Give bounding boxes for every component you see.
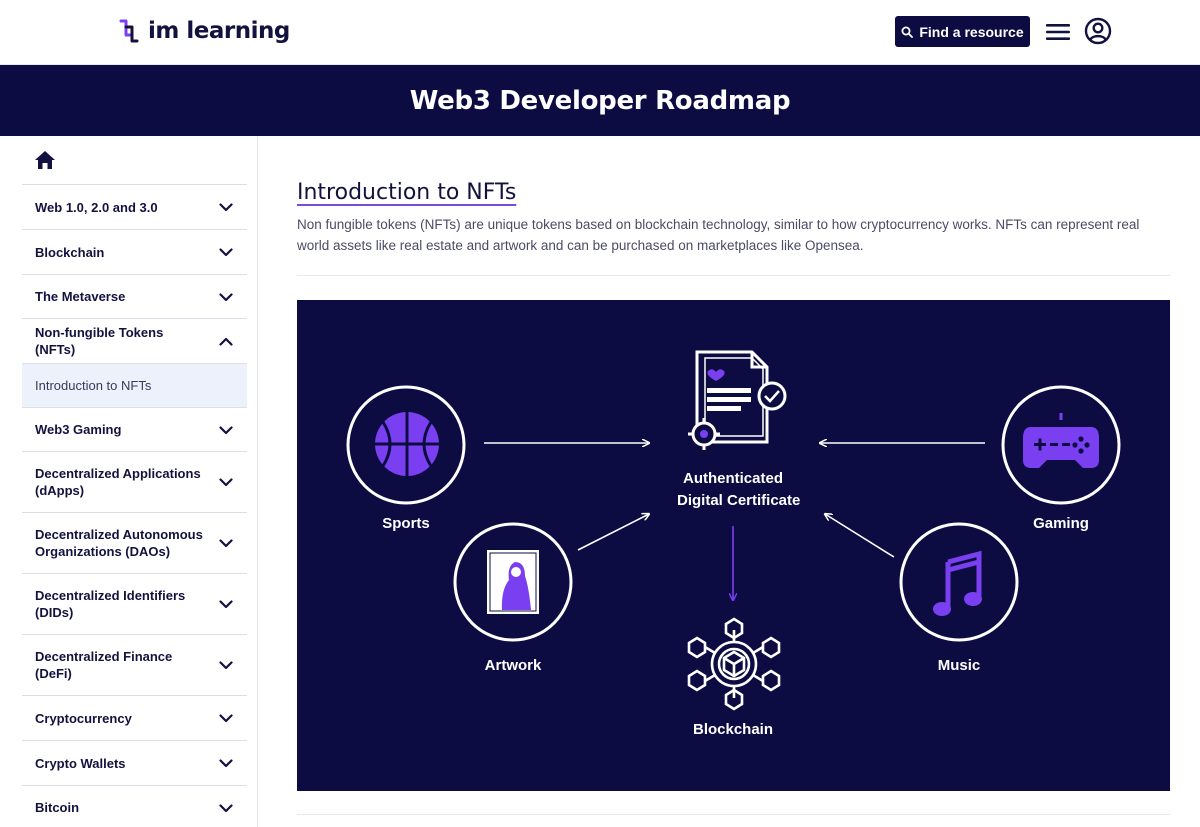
- sidebar-item-label: Web3 Gaming: [35, 422, 122, 437]
- chevron-down-icon: [219, 600, 233, 609]
- sidebar-item-label: Decentralized Applications (dApps): [35, 466, 201, 498]
- sidebar-item-label: Bitcoin: [35, 800, 80, 815]
- sidebar-item-label: Decentralized Finance (DeFi): [35, 649, 173, 681]
- divider: [297, 814, 1170, 815]
- chevron-up-icon: [219, 337, 233, 346]
- sidebar-item-label: Decentralized Identifiers (DIDs): [35, 588, 186, 620]
- find-resource-button[interactable]: Find a resource: [895, 16, 1030, 47]
- basketball-icon: [375, 412, 439, 476]
- page-title: Web3 Developer Roadmap: [409, 85, 791, 116]
- sidebar-item-nfts[interactable]: Non-fungible Tokens (NFTs): [22, 318, 247, 363]
- sidebar-item-label: The Metaverse: [35, 289, 126, 304]
- gaming-label: Gaming: [1033, 515, 1089, 532]
- logo-text: im learning: [148, 18, 290, 44]
- hamburger-menu-icon[interactable]: [1045, 20, 1071, 44]
- framed-portrait-icon: [487, 550, 539, 614]
- nft-diagram-graphic: [346, 350, 1121, 711]
- sidebar-item-label: Blockchain: [35, 244, 105, 260]
- certificate-icon: [688, 350, 787, 450]
- sidebar-item-web-versions[interactable]: Web 1.0, 2.0 and 3.0: [22, 184, 247, 229]
- search-icon: [901, 26, 914, 38]
- chevron-down-icon: [219, 714, 233, 723]
- chevron-down-icon: [219, 539, 233, 548]
- nft-diagram: Authenticated Digital Certificate Sports…: [297, 300, 1170, 791]
- chevron-down-icon: [219, 478, 233, 487]
- gaming-node: [1001, 385, 1121, 505]
- roadmap-sidebar: Web 1.0, 2.0 and 3.0 Blockchain The Meta…: [0, 136, 258, 827]
- sidebar-item-label: Decentralized Autonomous Organizations (…: [35, 527, 203, 559]
- logo-mark-icon: [119, 19, 139, 43]
- gamepad-icon: [1023, 413, 1099, 468]
- certificate-label-line1: Authenticated: [682, 470, 783, 487]
- sidebar-item-label: Crypto Wallets: [35, 755, 126, 771]
- artwork-label: Artwork: [484, 657, 542, 674]
- sidebar-item-cryptocurrency[interactable]: Cryptocurrency: [22, 695, 247, 740]
- blockchain-label: Blockchain: [692, 721, 774, 738]
- home-icon[interactable]: [34, 150, 56, 170]
- sidebar-item-label: Cryptocurrency: [35, 710, 132, 726]
- article-body: Non fungible tokens (NFTs) are unique to…: [297, 217, 1140, 253]
- sidebar-item-daos[interactable]: Decentralized Autonomous Organizations (…: [22, 512, 247, 573]
- chevron-down-icon: [219, 292, 233, 301]
- chevron-down-icon: [219, 803, 233, 812]
- divider: [297, 275, 1170, 276]
- chevron-down-icon: [219, 661, 233, 670]
- find-resource-label: Find a resource: [919, 23, 1024, 40]
- sidebar-nav: Web 1.0, 2.0 and 3.0 Blockchain The Meta…: [22, 184, 247, 827]
- sidebar-item-dids[interactable]: Decentralized Identifiers (DIDs): [22, 573, 247, 634]
- sports-label: Sports: [382, 515, 430, 532]
- artwork-node: [453, 522, 573, 642]
- sidebar-item-metaverse[interactable]: The Metaverse: [22, 274, 247, 318]
- chevron-down-icon: [219, 759, 233, 768]
- chevron-down-icon: [219, 425, 233, 434]
- page-banner: Web3 Developer Roadmap: [0, 65, 1200, 136]
- sidebar-item-web3-gaming[interactable]: Web3 Gaming: [22, 407, 247, 451]
- sidebar-item-dapps[interactable]: Decentralized Applications (dApps): [22, 451, 247, 512]
- arrow-artwork-to-certificate: [577, 514, 649, 551]
- sidebar-item-blockchain[interactable]: Blockchain: [22, 229, 247, 274]
- certificate-label-line2: Digital Certificate: [677, 492, 801, 509]
- chevron-down-icon: [219, 203, 233, 212]
- sidebar-item-label: Introduction to NFTs: [35, 378, 152, 393]
- sidebar-item-crypto-wallets[interactable]: Crypto Wallets: [22, 740, 247, 785]
- certificate-label: Authenticated Digital Certificate: [677, 468, 801, 512]
- sports-node: [346, 385, 466, 505]
- sidebar-subitem-intro-nfts[interactable]: Introduction to NFTs: [22, 363, 247, 407]
- sidebar-item-bitcoin[interactable]: Bitcoin: [22, 785, 247, 827]
- blockchain-icon: [687, 617, 781, 711]
- arrow-music-to-certificate: [825, 514, 895, 558]
- music-note-icon: [933, 550, 982, 616]
- article-title[interactable]: Introduction to NFTs: [297, 180, 517, 205]
- sidebar-item-label: Web 1.0, 2.0 and 3.0: [35, 199, 158, 215]
- chevron-down-icon: [219, 248, 233, 257]
- site-logo[interactable]: im learning: [118, 16, 290, 46]
- music-label: Music: [937, 657, 981, 674]
- sidebar-item-defi[interactable]: Decentralized Finance (DeFi): [22, 634, 247, 695]
- top-navigation-bar: im learning Find a resource: [0, 0, 1200, 65]
- account-icon[interactable]: [1084, 17, 1112, 45]
- music-node: [899, 522, 1019, 642]
- sidebar-item-label: Non-fungible Tokens (NFTs): [35, 325, 164, 357]
